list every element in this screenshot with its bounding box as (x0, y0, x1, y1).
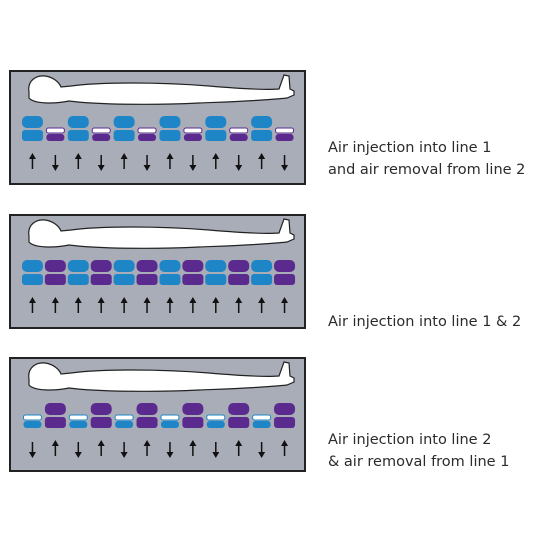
arrow-up-icon (281, 440, 289, 456)
arrow-up-icon (51, 440, 59, 456)
arrow-up-icon (189, 297, 197, 313)
air-cell-line-2-inflated (136, 260, 158, 285)
arrow-up-icon (281, 297, 289, 313)
air-cell-line-2-inflated (44, 403, 66, 428)
arrow-down-icon (97, 155, 105, 171)
arrow-down-icon (212, 442, 220, 458)
mattress-diagram-1 (9, 70, 306, 185)
air-cell-line-1-inflated (21, 116, 43, 141)
arrow-down-icon (143, 155, 151, 171)
air-cell-line-2-deflated (45, 127, 65, 141)
air-cell-line-1-inflated (205, 116, 227, 141)
arrow-down-icon (166, 442, 174, 458)
air-cell-line-1-inflated (67, 116, 89, 141)
patient-silhouette (28, 218, 295, 249)
mattress-panel-3 (9, 357, 306, 472)
arrow-down-icon (189, 155, 197, 171)
air-cell-line-1-deflated (206, 414, 226, 428)
air-cell-line-2-deflated (275, 127, 295, 141)
air-cell-line-2-inflated (274, 260, 296, 285)
arrow-up-icon (212, 153, 220, 169)
arrow-up-icon (120, 153, 128, 169)
air-cell-line-1-inflated (113, 116, 135, 141)
air-cell-line-2-inflated (228, 403, 250, 428)
arrow-up-icon (166, 153, 174, 169)
air-cell-line-1-inflated (113, 260, 135, 285)
caption-3: Air injection into line 2 & air removal … (328, 429, 509, 473)
air-cell-line-2-inflated (44, 260, 66, 285)
air-cell-line-1-inflated (159, 260, 181, 285)
mattress-diagram-3 (9, 357, 306, 472)
caption-3-line-1: Air injection into line 2 (328, 432, 492, 448)
arrow-down-icon (281, 155, 289, 171)
arrow-up-icon (258, 153, 266, 169)
air-cell-line-1-inflated (205, 260, 227, 285)
air-cell-line-2-deflated (183, 127, 203, 141)
mattress-diagram-2 (9, 214, 306, 329)
air-cell-line-2-deflated (137, 127, 157, 141)
arrow-up-icon (120, 297, 128, 313)
caption-1-line-2: and air removal from line 2 (328, 162, 526, 178)
arrow-up-icon (28, 297, 36, 313)
caption-1: Air injection into line 1 and air remova… (328, 137, 525, 181)
arrow-down-icon (51, 155, 59, 171)
arrow-up-icon (258, 297, 266, 313)
arrow-up-icon (97, 440, 105, 456)
arrow-up-icon (189, 440, 197, 456)
air-cell-line-1-inflated (159, 116, 181, 141)
air-cell-line-2-deflated (91, 127, 111, 141)
air-cell-line-1-deflated (160, 414, 180, 428)
arrow-up-icon (235, 297, 243, 313)
arrow-up-icon (143, 440, 151, 456)
air-cell-line-2-inflated (90, 403, 112, 428)
arrow-down-icon (258, 442, 266, 458)
arrow-up-icon (166, 297, 174, 313)
arrow-up-icon (235, 440, 243, 456)
arrow-up-icon (51, 297, 59, 313)
patient-silhouette (28, 74, 295, 105)
caption-3-line-2: & air removal from line 1 (328, 454, 510, 470)
air-cell-line-2-inflated (274, 403, 296, 428)
air-cell-line-2-deflated (229, 127, 249, 141)
arrow-up-icon (74, 153, 82, 169)
arrow-down-icon (28, 442, 36, 458)
air-cell-line-2-inflated (228, 260, 250, 285)
mattress-panel-2 (9, 214, 306, 329)
arrow-down-icon (120, 442, 128, 458)
caption-2: Air injection into line 1 & 2 (328, 311, 521, 333)
air-cell-line-1-inflated (251, 260, 273, 285)
arrow-up-icon (97, 297, 105, 313)
air-cell-line-2-inflated (136, 403, 158, 428)
mattress-panel-1 (9, 70, 306, 185)
arrow-down-icon (74, 442, 82, 458)
arrow-up-icon (212, 297, 220, 313)
air-cell-line-1-deflated (252, 414, 272, 428)
air-cell-line-2-inflated (182, 260, 204, 285)
air-cell-line-1-deflated (22, 414, 42, 428)
arrow-up-icon (74, 297, 82, 313)
air-cell-line-2-inflated (90, 260, 112, 285)
air-cell-line-1-inflated (67, 260, 89, 285)
arrow-up-icon (28, 153, 36, 169)
arrow-up-icon (143, 297, 151, 313)
air-cell-line-1-inflated (251, 116, 273, 141)
caption-1-line-1: Air injection into line 1 (328, 140, 492, 156)
air-cell-line-1-deflated (68, 414, 88, 428)
air-cell-line-1-inflated (21, 260, 43, 285)
air-cell-line-1-deflated (114, 414, 134, 428)
arrow-down-icon (235, 155, 243, 171)
patient-silhouette (28, 361, 295, 392)
caption-2-line-1: Air injection into line 1 & 2 (328, 314, 522, 330)
air-cell-line-2-inflated (182, 403, 204, 428)
